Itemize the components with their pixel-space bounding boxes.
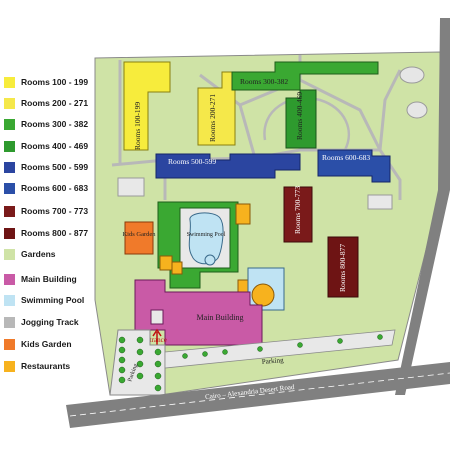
rooms-600-building bbox=[317, 149, 391, 183]
kids-garden-label: Kids Garden bbox=[122, 231, 156, 238]
rooms-800-building bbox=[327, 236, 359, 298]
pool-label: Swimming Pool bbox=[187, 232, 226, 238]
legend-item: Swimming Pool bbox=[4, 293, 84, 307]
parking-strip bbox=[164, 329, 396, 369]
right-road bbox=[395, 18, 450, 395]
rooms-200-label: Rooms 200-271 bbox=[208, 94, 217, 142]
garden-patch bbox=[117, 177, 145, 197]
kids-garden bbox=[124, 221, 154, 255]
restaurant bbox=[171, 261, 183, 275]
rooms-700-label: Rooms 700-773 bbox=[293, 186, 302, 234]
legend-label: Rooms 800 - 877 bbox=[21, 228, 89, 238]
rooms-500-label: Rooms 500-599 bbox=[168, 157, 216, 166]
legend-item: Rooms 800 - 877 bbox=[4, 226, 88, 240]
legend-item: Restaurants bbox=[4, 359, 70, 373]
legend-swatch bbox=[4, 140, 15, 152]
restaurant bbox=[235, 203, 251, 225]
legend-item: Rooms 200 - 271 bbox=[4, 96, 88, 110]
legend-swatch bbox=[4, 118, 15, 130]
legend-swatch bbox=[4, 316, 15, 328]
restaurant bbox=[159, 255, 173, 271]
legend-item: Rooms 300 - 382 bbox=[4, 117, 88, 131]
legend-item: Rooms 400 - 469 bbox=[4, 139, 88, 153]
garden-patch bbox=[406, 101, 428, 119]
legend-label: Rooms 600 - 683 bbox=[21, 183, 89, 193]
legend-label: Restaurants bbox=[21, 361, 71, 371]
rooms-700-building bbox=[283, 186, 313, 243]
rooms-400-building bbox=[285, 89, 317, 149]
legend-label: Rooms 200 - 271 bbox=[21, 98, 89, 108]
restaurant-dome bbox=[251, 283, 275, 307]
legend-item: Rooms 500 - 599 bbox=[4, 160, 88, 174]
road-centerline bbox=[69, 372, 450, 417]
legend-swatch bbox=[4, 161, 15, 173]
legend-swatch bbox=[4, 182, 15, 194]
entrance-label: Entrance bbox=[142, 336, 167, 344]
legend-swatch bbox=[4, 205, 15, 217]
legend-swatch bbox=[4, 248, 15, 260]
legend-label: Rooms 700 - 773 bbox=[21, 206, 89, 216]
legend-label: Gardens bbox=[21, 249, 56, 259]
rooms-400-label: Rooms 400-469 bbox=[295, 92, 304, 140]
garden-patch bbox=[367, 194, 393, 210]
legend-item: Main Building bbox=[4, 272, 77, 286]
legend-label: Kids Garden bbox=[21, 339, 72, 349]
rooms-100-building bbox=[123, 61, 171, 151]
main-building-label: Main Building bbox=[197, 313, 244, 322]
parking-strip-trees bbox=[182, 334, 383, 359]
main-building bbox=[134, 279, 263, 346]
legend-swatch bbox=[4, 273, 15, 285]
rooms-300-building bbox=[231, 61, 379, 91]
swimming-pool bbox=[188, 212, 224, 265]
rooms-100-label: Rooms 100-199 bbox=[133, 102, 142, 150]
rooms-500-building bbox=[155, 153, 301, 179]
legend-label: Main Building bbox=[21, 274, 77, 284]
legend-item: Gardens bbox=[4, 247, 56, 261]
main-road bbox=[66, 362, 450, 428]
legend-item: Rooms 700 - 773 bbox=[4, 204, 88, 218]
legend-item: Rooms 100 - 199 bbox=[4, 75, 88, 89]
legend-label: Rooms 300 - 382 bbox=[21, 119, 89, 129]
legend-label: Rooms 400 - 469 bbox=[21, 141, 89, 151]
legend-item: Kids Garden bbox=[4, 337, 72, 351]
legend-item: Rooms 600 - 683 bbox=[4, 181, 88, 195]
garden-patch bbox=[399, 66, 425, 84]
rooms-800-label: Rooms 800-877 bbox=[338, 244, 347, 292]
legend-swatch bbox=[4, 338, 15, 350]
parking-trees bbox=[118, 336, 162, 392]
legend-item: Jogging Track bbox=[4, 315, 79, 329]
legend-label: Jogging Track bbox=[21, 317, 79, 327]
legend-label: Swimming Pool bbox=[21, 295, 85, 305]
rooms-600-label: Rooms 600-683 bbox=[322, 153, 370, 162]
legend-swatch bbox=[4, 294, 15, 306]
legend-swatch bbox=[4, 76, 15, 88]
parking-label: Parking bbox=[261, 356, 284, 366]
legend-label: Rooms 500 - 599 bbox=[21, 162, 89, 172]
legend-swatch bbox=[4, 97, 15, 109]
rooms-300-label: Rooms 300-382 bbox=[240, 77, 288, 86]
jogging-track-inner bbox=[263, 96, 351, 151]
legend-swatch bbox=[4, 360, 15, 372]
entrance-gate bbox=[150, 309, 164, 325]
pool-jacuzzi bbox=[204, 254, 216, 266]
legend-label: Rooms 100 - 199 bbox=[21, 77, 89, 87]
legend-swatch bbox=[4, 227, 15, 239]
